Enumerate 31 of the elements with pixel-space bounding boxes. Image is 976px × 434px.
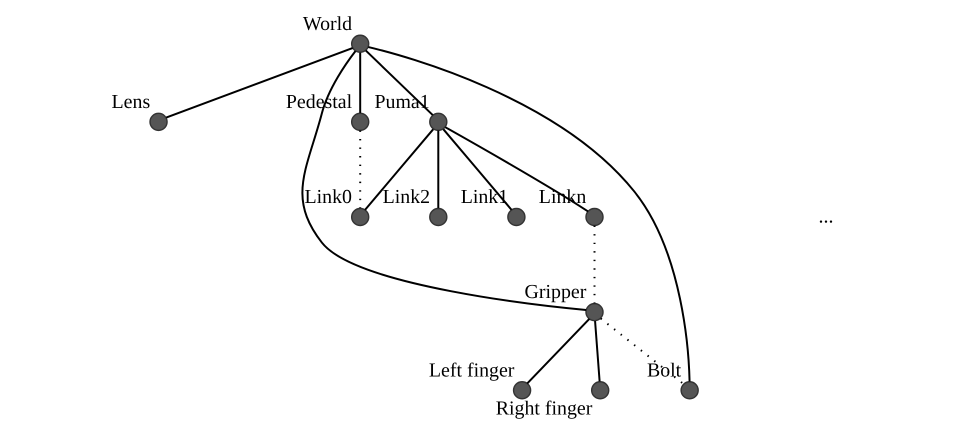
node-circle	[512, 381, 532, 400]
node-label: Left finger	[428, 359, 514, 382]
node-circle	[350, 112, 370, 132]
node-circle	[585, 208, 604, 226]
node-circle	[429, 208, 448, 226]
node-circle	[590, 381, 610, 400]
connector	[600, 318, 684, 385]
node-label: Link2	[382, 186, 430, 208]
node-label: Lens	[112, 90, 150, 113]
connector	[368, 46, 691, 382]
node-label: Right finger	[496, 398, 592, 420]
connector	[364, 128, 434, 210]
node-circle	[350, 208, 370, 226]
connector	[437, 130, 440, 208]
node-circle	[429, 112, 448, 132]
node-circle	[680, 381, 699, 400]
node-label: Link0	[304, 186, 352, 208]
connector	[301, 50, 586, 311]
node-label: Gripper	[524, 281, 586, 304]
node-label: Bolt	[646, 359, 682, 382]
connector	[526, 318, 590, 384]
connector	[359, 52, 362, 113]
node-circle	[149, 112, 168, 132]
connector	[166, 47, 353, 119]
connector	[594, 321, 601, 382]
label: ...	[818, 205, 834, 228]
connector	[444, 126, 589, 212]
node-label: World	[302, 12, 352, 35]
node-circle	[350, 34, 370, 53]
node-circle	[507, 208, 526, 226]
node-circle	[585, 302, 604, 322]
